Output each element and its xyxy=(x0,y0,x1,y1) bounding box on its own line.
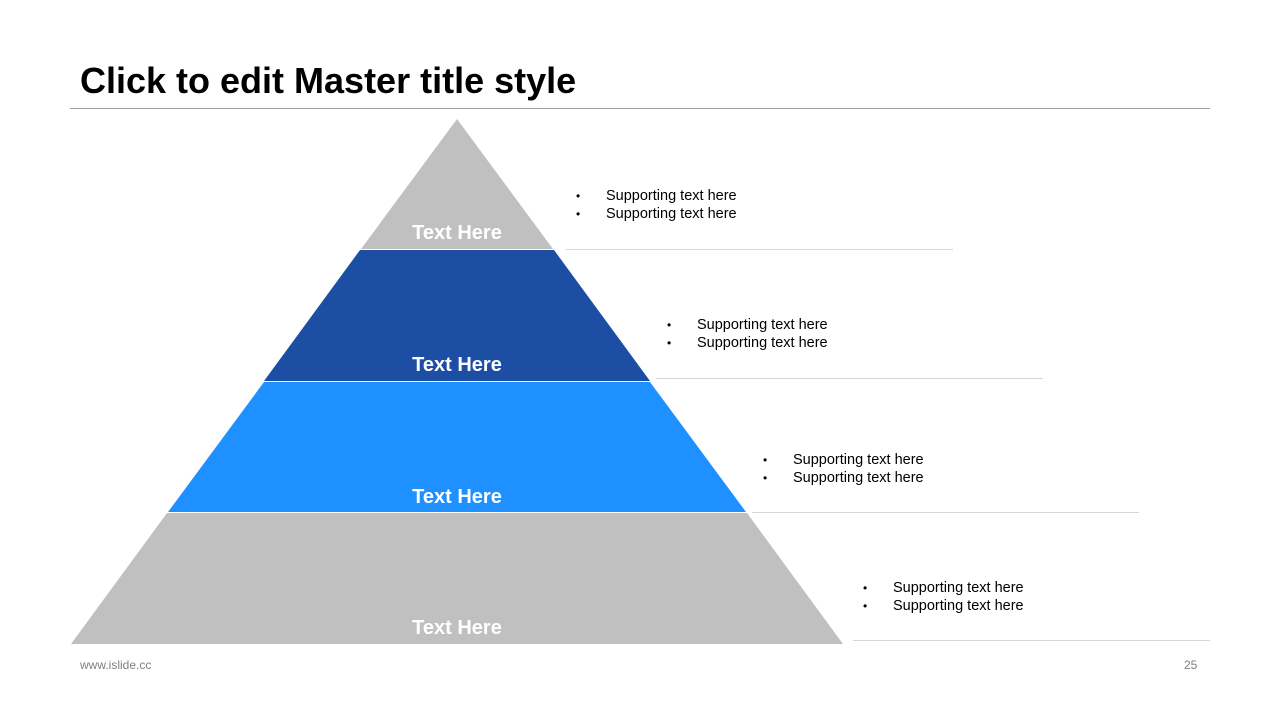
bullet-item[interactable]: Supporting text here xyxy=(863,579,1024,597)
title-divider xyxy=(70,108,1210,109)
bullet-item[interactable]: Supporting text here xyxy=(576,205,737,223)
tier-3-label: Text Here xyxy=(412,486,502,508)
tier-2-divider xyxy=(656,378,1043,379)
tier-3-divider xyxy=(752,512,1139,513)
tier-1-bullets: Supporting text here Supporting text her… xyxy=(576,187,737,223)
tier-2-bullets: Supporting text here Supporting text her… xyxy=(667,316,828,352)
tier-2-label: Text Here xyxy=(412,354,502,376)
tier-1-label: Text Here xyxy=(412,222,502,244)
pyramid-tier-1[interactable] xyxy=(361,119,553,249)
bullet-item[interactable]: Supporting text here xyxy=(763,469,924,487)
tier-4-label: Text Here xyxy=(412,617,502,639)
tier-1-divider xyxy=(566,249,953,250)
footer-url: www.islide.cc xyxy=(80,658,152,672)
pyramid-tier-4[interactable] xyxy=(71,513,843,644)
tier-4-divider xyxy=(853,640,1210,641)
bullet-item[interactable]: Supporting text here xyxy=(667,334,828,352)
pyramid-tier-2[interactable] xyxy=(264,250,650,381)
tier-3-bullets: Supporting text here Supporting text her… xyxy=(763,451,924,487)
pyramid-tier-3[interactable] xyxy=(168,382,746,512)
bullet-item[interactable]: Supporting text here xyxy=(763,451,924,469)
bullet-item[interactable]: Supporting text here xyxy=(667,316,828,334)
tier-4-bullets: Supporting text here Supporting text her… xyxy=(863,579,1024,615)
page-number: 25 xyxy=(1184,658,1198,672)
bullet-item[interactable]: Supporting text here xyxy=(576,187,737,205)
bullet-item[interactable]: Supporting text here xyxy=(863,597,1024,615)
slide-title[interactable]: Click to edit Master title style xyxy=(80,60,577,101)
